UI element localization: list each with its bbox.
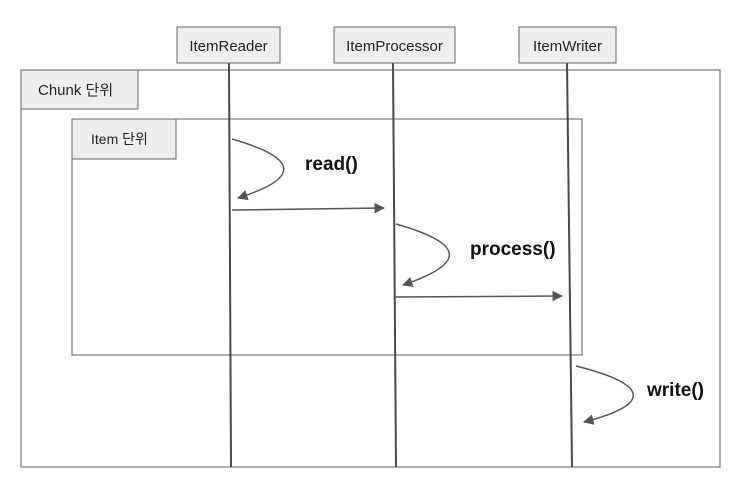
chunk-frame-label: Chunk 단위 [38, 82, 113, 99]
lifeline-itemreader [228, 62, 232, 468]
chunk-frame-label-box [20, 69, 139, 110]
item-frame-label: Item 단위 [91, 131, 148, 147]
item-frame-label-box [71, 118, 177, 160]
read-call-label: read() [305, 154, 358, 175]
write-call-label: write() [646, 380, 704, 401]
participant-itemreader: ItemReader [176, 26, 281, 64]
reader-to-processor-arrow [231, 202, 386, 214]
lifeline-itemwriter [566, 62, 573, 468]
process-call-label: process() [470, 239, 556, 260]
participant-itemwriter-label: ItemWriter [533, 38, 602, 55]
write-self-call-arrow [575, 365, 634, 425]
participant-itemprocessor: ItemProcessor [333, 26, 456, 64]
participant-itemreader-label: ItemReader [189, 38, 267, 55]
read-self-call-arrow [231, 138, 285, 201]
item-frame: Item 단위 [71, 118, 583, 356]
participant-itemwriter: ItemWriter [518, 26, 617, 64]
chunk-frame: Chunk 단위 [20, 69, 721, 468]
participant-itemprocessor-label: ItemProcessor [346, 38, 443, 55]
process-self-call-arrow [395, 223, 450, 287]
processor-to-writer-arrow [395, 290, 564, 302]
lifeline-itemprocessor [392, 62, 397, 468]
